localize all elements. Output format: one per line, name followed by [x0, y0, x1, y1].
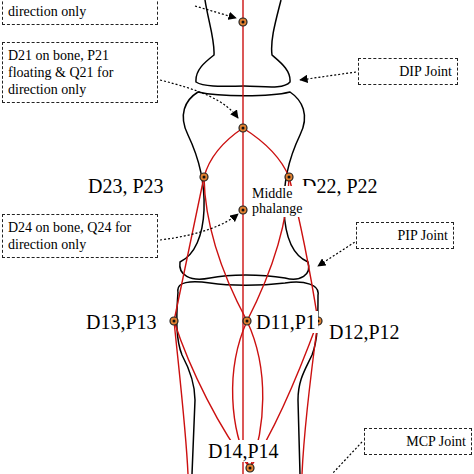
callout-box: DIP Joint [358, 58, 458, 85]
point-label: Middle phalange [250, 186, 316, 217]
callout-text: DIP Joint [364, 63, 452, 80]
marker-dots [170, 18, 322, 472]
callout-box: PIP Joint [356, 222, 454, 249]
callout-text: direction only [8, 3, 152, 20]
bone-outline [177, 0, 318, 474]
proximal-phalanx [177, 282, 318, 474]
callout-text: D21 on bone, P21 floating & Q21 for dire… [8, 47, 152, 98]
callout-box: D21 on bone, P21 floating & Q21 for dire… [2, 42, 158, 103]
point-label: D13,P13 [84, 311, 159, 333]
callout-text: PIP Joint [362, 227, 448, 244]
callout-box: D24 on bone, Q24 for direction only [2, 214, 158, 258]
callout-box: MCP Joint [364, 428, 472, 455]
callout-text: D24 on bone, Q24 for direction only [8, 219, 152, 253]
point-label: D11,P1 [254, 311, 318, 333]
leader-lines [160, 6, 362, 474]
point-label: D14,P14 [206, 440, 281, 462]
point-label: D12,P12 [327, 321, 402, 343]
callout-box: direction only [2, 0, 158, 25]
callout-text: MCP Joint [370, 433, 466, 450]
cable-lines [174, 0, 318, 474]
point-label: D23, P23 [86, 175, 166, 197]
